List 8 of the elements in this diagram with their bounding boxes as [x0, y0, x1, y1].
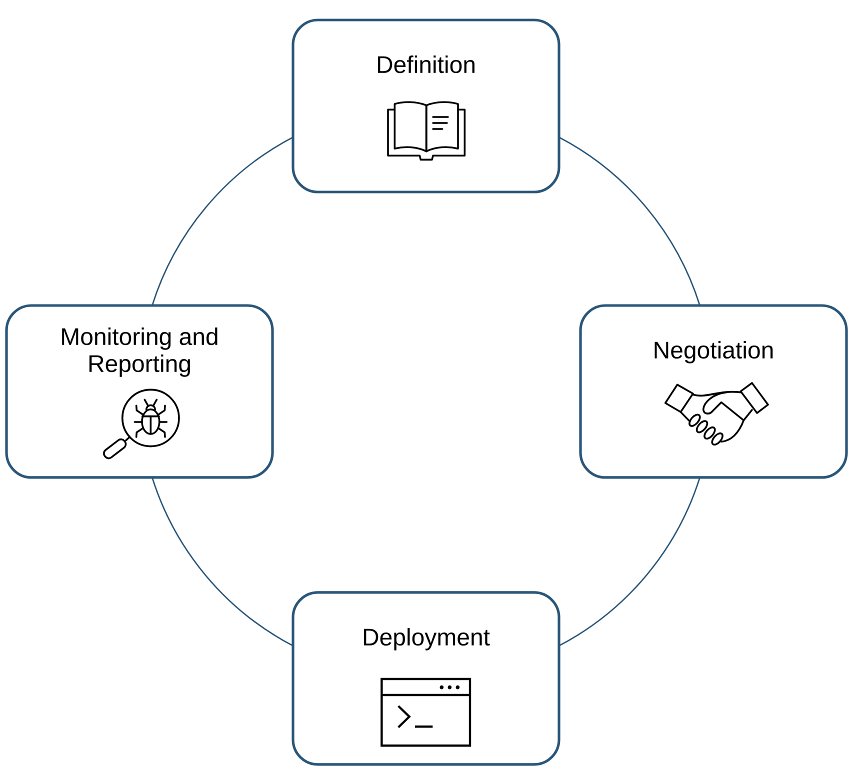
connector-line: [152, 136, 294, 306]
stage-box: Definition: [292, 18, 560, 194]
stage-box: Monitoring and Reporting: [5, 304, 274, 479]
connector-line: [558, 477, 700, 646]
stage-box: Deployment: [292, 591, 560, 766]
stage-box: Negotiation: [579, 304, 848, 479]
connector-line: [558, 136, 700, 306]
connector-line: [152, 477, 294, 646]
